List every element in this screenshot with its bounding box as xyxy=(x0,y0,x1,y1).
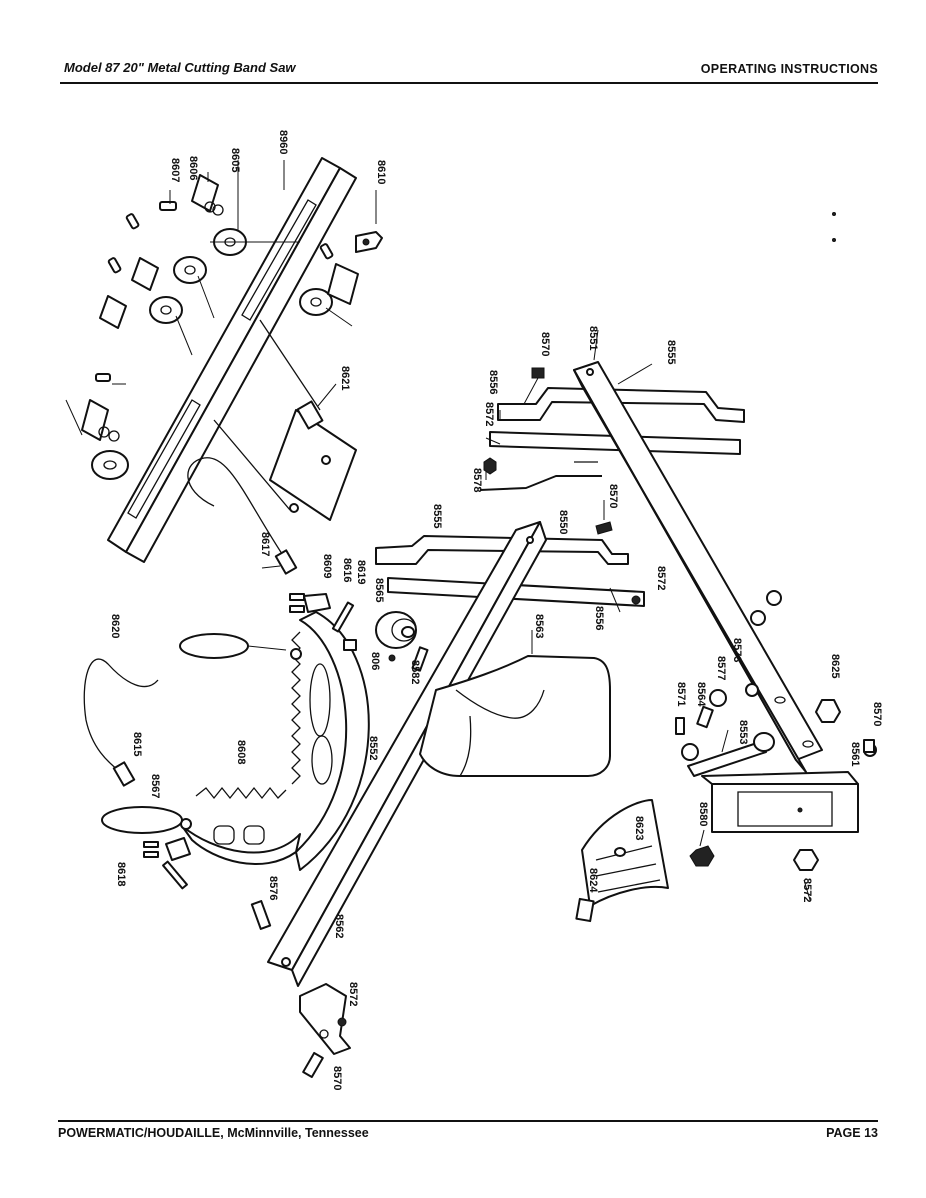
lever-8553 xyxy=(681,729,775,777)
hose-8620 xyxy=(83,658,159,787)
part-number-labels: 8607 8606 8605 8960 8610 8621 8570 8551 … xyxy=(109,130,883,1090)
part-label: 8616 xyxy=(341,558,353,582)
part-label: 8582 xyxy=(409,660,421,684)
base-plate-8561 xyxy=(701,771,859,833)
part-label: 8615 xyxy=(131,732,143,756)
blade-guide-bar xyxy=(107,157,357,563)
part-label: 8553 xyxy=(737,720,749,744)
part-label: 8578 xyxy=(471,468,483,492)
part-label: 8570 xyxy=(871,702,883,726)
part-label: 8576 xyxy=(267,876,279,900)
shoe-8623 xyxy=(575,799,669,923)
guide-bearings xyxy=(65,160,383,480)
speck xyxy=(832,238,836,242)
part-label: 8572 xyxy=(655,566,667,590)
coolant-hose-8617 xyxy=(187,457,298,575)
part-label: 8550 xyxy=(557,510,569,534)
part-label: 8556 xyxy=(487,370,499,394)
part-label: 8625 xyxy=(829,654,841,678)
part-label: 8562 xyxy=(333,914,345,938)
part-label: 8572 xyxy=(483,402,495,426)
manual-title: Model 87 20" Metal Cutting Band Saw xyxy=(64,60,296,75)
part-label: 8565 xyxy=(373,578,385,602)
part-label: 8563 xyxy=(533,614,545,638)
guide-bracket-8621 xyxy=(269,400,357,521)
part-label: 8605 xyxy=(229,148,241,172)
part-label: 8607 xyxy=(169,158,181,182)
part-label: 8623 xyxy=(633,816,645,840)
part-label: 8555 xyxy=(431,504,443,528)
foot-8562 xyxy=(299,983,351,1079)
page-number: PAGE 13 xyxy=(826,1126,878,1140)
part-label: 8617 xyxy=(259,532,271,556)
part-label: 8551 xyxy=(587,326,599,350)
gear-8565 xyxy=(375,611,429,672)
part-label: 8620 xyxy=(109,614,121,638)
speck xyxy=(832,212,836,216)
company-name: POWERMATIC/HOUDAILLE, McMinnville, Tenne… xyxy=(58,1126,369,1140)
part-label: 8624 xyxy=(587,868,599,893)
saw-bow-8608 xyxy=(180,611,370,871)
bolt-8576 xyxy=(250,900,272,930)
part-label: 806 xyxy=(369,652,381,670)
part-label: 8606 xyxy=(187,156,199,180)
part-label: 8570 xyxy=(331,1066,343,1090)
part-label: 8580 xyxy=(697,802,709,826)
handles xyxy=(101,633,287,834)
hardware-right xyxy=(675,590,877,901)
part-label: 8621 xyxy=(339,366,351,390)
part-label: 8960 xyxy=(277,130,289,154)
part-label: 8610 xyxy=(375,160,387,184)
part-label: 8572 xyxy=(801,878,813,902)
part-label: 8564 xyxy=(695,682,707,707)
part-label: 8555 xyxy=(665,340,677,364)
page-header: Model 87 20" Metal Cutting Band Saw OPER… xyxy=(64,60,878,80)
chip-tray-8563 xyxy=(419,630,611,777)
part-label: 8561 xyxy=(849,742,861,766)
part-label: 8572 xyxy=(347,982,359,1006)
tension-parts xyxy=(143,593,357,890)
part-label: 8577 xyxy=(715,656,727,680)
part-label: 8556 xyxy=(593,606,605,630)
part-label: 8608 xyxy=(235,740,247,764)
section-title: OPERATING INSTRUCTIONS xyxy=(700,62,878,76)
part-label: 8571 xyxy=(675,682,687,706)
part-label: 8619 xyxy=(355,560,367,584)
part-label: 8570 xyxy=(607,484,619,508)
footer-rule xyxy=(58,1120,878,1122)
part-label: 8618 xyxy=(115,862,127,886)
part-label: 8573 xyxy=(731,638,743,662)
part-label: 8570 xyxy=(539,332,551,356)
page-footer: POWERMATIC/HOUDAILLE, McMinnville, Tenne… xyxy=(58,1126,878,1146)
part-label: 8567 xyxy=(149,774,161,798)
part-label: 8609 xyxy=(321,554,333,578)
stand-leg-upper-right xyxy=(479,329,823,773)
part-label: 8552 xyxy=(367,736,379,760)
header-rule xyxy=(60,82,878,84)
